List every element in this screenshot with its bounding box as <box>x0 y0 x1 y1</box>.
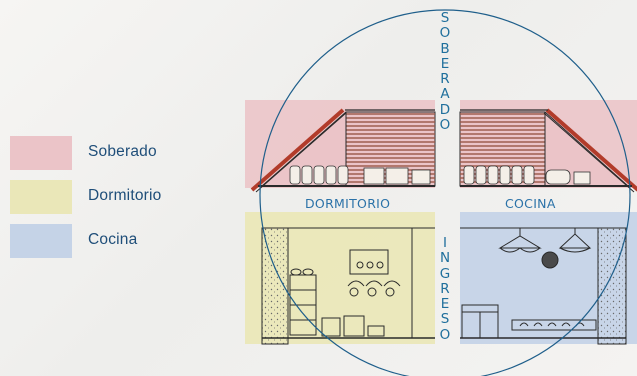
dormitorio-label: DORMITORIO <box>305 196 391 211</box>
cocina-furniture <box>461 228 597 339</box>
legend-label-dormitorio: Dormitorio <box>88 187 162 204</box>
ingreso-letter: N <box>439 250 451 267</box>
soberado-letter: A <box>440 86 450 103</box>
legend-label-cocina: Cocina <box>88 231 138 248</box>
soberado-letter: E <box>440 55 450 72</box>
soberado-letter: D <box>439 101 451 118</box>
ingreso-letter: S <box>440 311 450 328</box>
attic-sacks-right <box>463 165 591 185</box>
legend-swatch-soberado <box>10 136 72 170</box>
soberado-letter: S <box>440 10 450 26</box>
central-circle <box>259 9 631 376</box>
legend-label-soberado: Soberado <box>88 143 157 160</box>
soberado-vertical-label: S O B E R A D O <box>438 10 452 134</box>
soberado-letter: B <box>440 40 450 57</box>
ingreso-letter: O <box>439 326 451 343</box>
legend-swatch-cocina <box>10 224 72 258</box>
soberado-letter: R <box>440 71 450 88</box>
legend-swatch-dormitorio <box>10 180 72 214</box>
attic-sacks-left <box>289 165 431 185</box>
ingreso-letter: G <box>439 265 451 282</box>
soberado-letter: O <box>439 117 451 134</box>
cocina-label: COCINA <box>505 196 556 211</box>
dormitorio-walls <box>261 227 435 345</box>
soberado-letter: O <box>439 25 451 42</box>
ingreso-letter: R <box>440 280 450 297</box>
ingreso-vertical-label: I N G R E S O <box>438 235 452 343</box>
cocina-walls <box>460 227 627 345</box>
ingreso-letter: I <box>443 235 447 251</box>
dormitorio-furniture <box>289 249 401 337</box>
ingreso-letter: E <box>440 296 450 313</box>
